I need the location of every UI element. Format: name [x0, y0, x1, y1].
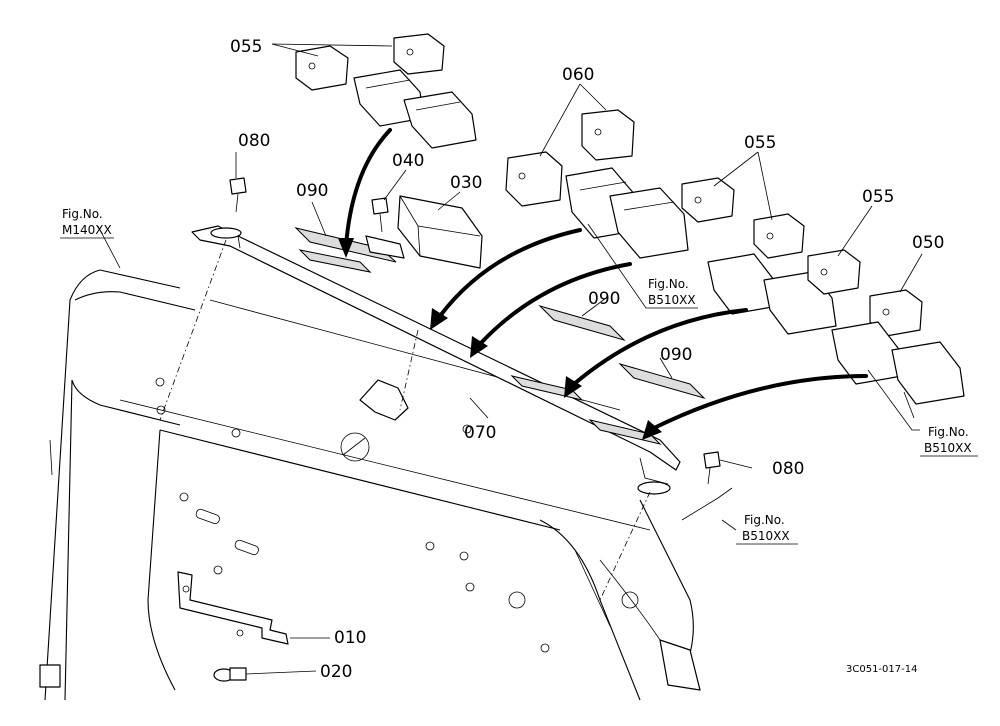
label-030: 030 — [450, 173, 482, 193]
pad-090-mid — [538, 304, 626, 342]
fig-ref-b510-c-line2: B510XX — [742, 529, 790, 543]
harness-wire — [681, 487, 733, 521]
rail-070 — [159, 225, 681, 601]
label-040: 040 — [392, 151, 424, 171]
label-055-right: 055 — [862, 187, 894, 207]
fig-ref-m140: Fig.No. M140XX — [60, 207, 114, 239]
relay-group-060 — [505, 109, 689, 259]
label-080-left: 080 — [238, 131, 270, 151]
label-010: 010 — [334, 628, 366, 648]
relay-group-055-right — [807, 249, 861, 295]
relay-030 — [365, 195, 483, 269]
fig-ref-b510-c: Fig.No. B510XX — [721, 513, 798, 545]
fig-ref-b510-b-line1: Fig.No. — [928, 425, 969, 439]
label-090-right: 090 — [660, 345, 692, 365]
bolt-020 — [213, 667, 317, 682]
assembly-arrows — [338, 128, 868, 440]
bolt-080-right — [703, 451, 753, 485]
bolt-080-left — [229, 177, 247, 213]
bracket-010 — [177, 571, 330, 645]
bolt-040 — [371, 197, 389, 233]
fig-ref-b510-b: Fig.No. B510XX — [920, 425, 978, 457]
label-090-left: 090 — [296, 181, 328, 201]
fig-ref-m140-line1: Fig.No. — [62, 207, 103, 221]
relay-group-055-top — [295, 33, 477, 149]
leader-lines — [97, 43, 923, 431]
relay-group-050 — [831, 289, 965, 405]
fig-ref-b510-a: Fig.No. B510XX — [648, 277, 696, 307]
label-020: 020 — [320, 662, 352, 682]
drawing-code: 3C051-017-14 — [846, 664, 917, 675]
fig-ref-b510-a-line2: B510XX — [648, 293, 696, 307]
fig-ref-b510-c-line1: Fig.No. — [744, 513, 785, 527]
part-labels: 055 080 040 090 030 060 055 055 050 090 … — [230, 37, 944, 682]
label-070: 070 — [464, 423, 496, 443]
label-090-mid: 090 — [588, 289, 620, 309]
main-panel — [39, 269, 701, 701]
label-080-right: 080 — [772, 459, 804, 479]
label-055-mid: 055 — [744, 133, 776, 153]
pad-090-right — [618, 362, 706, 400]
fig-ref-m140-line2: M140XX — [62, 223, 112, 237]
fig-ref-b510-a-line1: Fig.No. — [648, 277, 689, 291]
fig-ref-b510-b-line2: B510XX — [924, 441, 972, 455]
label-050: 050 — [912, 233, 944, 253]
label-060: 060 — [562, 65, 594, 85]
label-055-top: 055 — [230, 37, 262, 57]
